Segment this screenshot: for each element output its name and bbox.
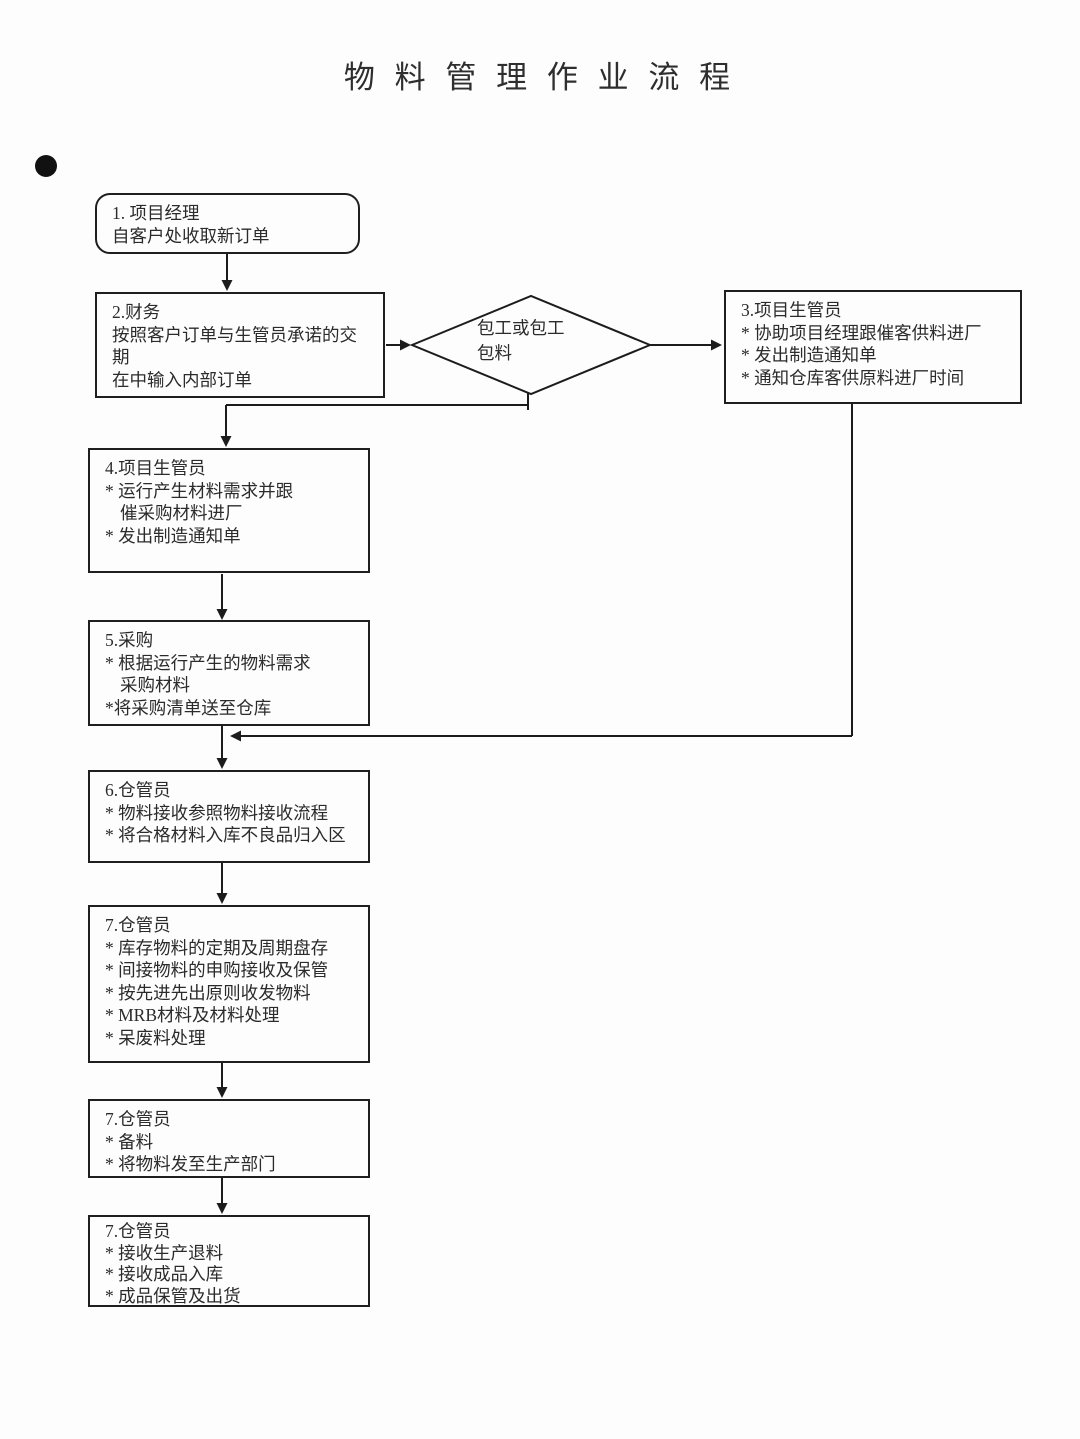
node-line: * 间接物料的申购接收及保管 xyxy=(105,960,329,980)
node-line: 7.仓管员 xyxy=(105,1109,171,1129)
node-line: * 运行产生材料需求并跟 xyxy=(105,480,294,501)
node-line: 按照客户订单与生管员承诺的交 xyxy=(112,324,357,345)
arrowhead-left-join xyxy=(230,730,241,742)
node-6-warehouse-keeper: 6.仓管员 * 物料接收参照物料接收流程 * 将合格材料入库不良品归入区 xyxy=(88,770,370,863)
node-line: 催采购材料进厂 xyxy=(120,503,243,523)
node-line: 2.财务 xyxy=(112,302,161,322)
decision-diamond-shape xyxy=(409,294,653,396)
node-line: * 发出制造通知单 xyxy=(105,525,241,546)
node-line: * 物料接收参照物料接收流程 xyxy=(105,802,329,823)
node-line: 5.采购 xyxy=(105,630,154,650)
arrowhead-right-n3 xyxy=(711,339,722,351)
node-5-purchasing: 5.采购 * 根据运行产生的物料需求 采购材料 *将采购清单送至仓库 xyxy=(88,620,370,726)
node-line: * MRB材料及材料处理 xyxy=(105,1005,280,1025)
node-line: * 库存物料的定期及周期盘存 xyxy=(105,937,329,958)
node-1-project-manager: 1. 项目经理 自客户处收取新订单 xyxy=(95,193,360,254)
node-line: * 发出制造通知单 xyxy=(741,345,877,365)
node-2-finance: 2.财务 按照客户订单与生管员承诺的交 期 在中输入内部订单 xyxy=(95,292,385,398)
node-line: * 接收生产退料 xyxy=(105,1242,224,1263)
node-line: 1. 项目经理 xyxy=(112,203,200,223)
page-title: 物 料 管 理 作 业 流 程 xyxy=(343,60,737,95)
node-4-production-planner: 4.项目生管员 * 运行产生材料需求并跟 催采购材料进厂 * 发出制造通知单 xyxy=(88,448,370,573)
node-8-warehouse-keeper: 7.仓管员 * 备料 * 将物料发至生产部门 xyxy=(88,1099,370,1178)
arrowhead-down-n6 xyxy=(216,758,228,769)
node-line: * 按先进先出原则收发物料 xyxy=(105,982,311,1003)
node-line: * 备料 xyxy=(105,1131,154,1152)
node-line: * 将合格材料入库不良品归入区 xyxy=(105,825,346,845)
node-line: 7.仓管员 xyxy=(105,1221,171,1241)
node-line: * 将物料发至生产部门 xyxy=(105,1154,276,1174)
arrowhead-down-n5 xyxy=(216,609,228,620)
node-line: * 成品保管及出货 xyxy=(105,1285,241,1306)
decision-label: 包工或包工 包料 xyxy=(477,316,637,366)
node-line: * 通知仓库客供原料进厂时间 xyxy=(741,367,965,388)
node-line: * 呆废料处理 xyxy=(105,1027,206,1048)
node-line: 采购材料 xyxy=(120,675,190,695)
node-line: * 根据运行产生的物料需求 xyxy=(105,652,311,673)
node-line: 4.项目生管员 xyxy=(105,458,206,478)
node-3-production-planner: 3.项目生管员 * 协助项目经理跟催客供料进厂 * 发出制造通知单 * 通知仓库… xyxy=(724,290,1022,404)
node-7-warehouse-keeper: 7.仓管员 * 库存物料的定期及周期盘存 * 间接物料的申购接收及保管 * 按先… xyxy=(88,905,370,1063)
node-line: 6.仓管员 xyxy=(105,780,171,800)
arrowhead-down-n2 xyxy=(221,280,233,291)
arrowhead-down-n8 xyxy=(216,1087,228,1098)
node-line: 期 xyxy=(112,347,130,367)
arrowhead-right-decision xyxy=(400,339,411,351)
bullet-marker xyxy=(35,155,57,177)
node-line: 在中输入内部订单 xyxy=(112,369,252,390)
node-line: * 接收成品入库 xyxy=(105,1264,224,1284)
node-9-warehouse-keeper: 7.仓管员 * 接收生产退料 * 接收成品入库 * 成品保管及出货 xyxy=(88,1215,370,1307)
arrowhead-down-n7 xyxy=(216,893,228,904)
node-line: 7.仓管员 xyxy=(105,915,171,935)
node-line: *将采购清单送至仓库 xyxy=(105,697,272,718)
decision-line: 包料 xyxy=(477,343,512,363)
node-line: * 协助项目经理跟催客供料进厂 xyxy=(741,322,982,343)
node-line: 自客户处收取新订单 xyxy=(112,225,270,246)
node-line: 3.项目生管员 xyxy=(741,300,842,320)
arrowhead-down-n4 xyxy=(220,436,232,447)
arrowhead-down-n9 xyxy=(216,1203,228,1214)
decision-line: 包工或包工 xyxy=(477,318,565,338)
